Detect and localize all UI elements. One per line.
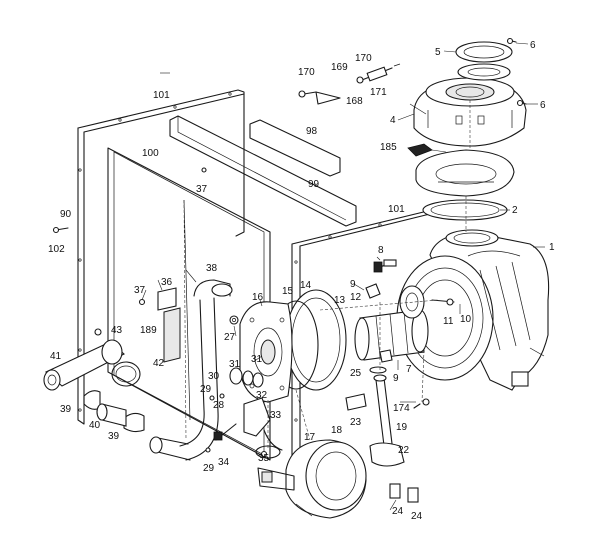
label-33: 33 <box>270 410 282 421</box>
label-41: 41 <box>50 351 62 362</box>
screw-6b <box>516 99 527 107</box>
label-29a: 29 <box>200 384 212 395</box>
label-18: 18 <box>331 425 343 436</box>
label-15: 15 <box>282 286 294 297</box>
sensor-8 <box>373 259 397 273</box>
label-29b: 29 <box>203 463 215 474</box>
label-30: 30 <box>208 371 220 382</box>
label-7: 7 <box>406 364 412 375</box>
mounting-bolt-assembly-168-171 <box>298 63 401 105</box>
bracket-rail-99 <box>169 115 357 227</box>
label-170b: 170 <box>355 53 372 64</box>
flue-adapter-41 <box>43 339 125 391</box>
label-174: 174 <box>393 403 410 414</box>
ignition-electrode-185 <box>407 143 447 157</box>
label-12: 12 <box>350 292 362 303</box>
label-5: 5 <box>435 47 441 58</box>
label-37b: 37 <box>134 285 146 296</box>
burner-tube-13 <box>354 309 429 361</box>
label-17: 17 <box>304 432 316 443</box>
label-24a: 24 <box>392 506 404 517</box>
label-4: 4 <box>390 115 396 126</box>
label-31a: 31 <box>251 354 263 365</box>
label-101a: 101 <box>153 90 170 101</box>
label-16: 16 <box>252 292 264 303</box>
screw-174 <box>413 398 430 409</box>
washer-25 <box>369 366 387 374</box>
label-24b: 24 <box>411 511 423 522</box>
gas-pipe-19 <box>369 374 405 467</box>
label-39b: 39 <box>108 431 120 442</box>
label-plate-189 <box>163 307 181 363</box>
nut-27 <box>229 315 239 325</box>
bracket-98 <box>249 119 341 177</box>
label-169: 169 <box>331 62 348 73</box>
bracket-36 <box>157 287 177 311</box>
connectors-24 <box>389 483 419 503</box>
label-98: 98 <box>306 126 318 137</box>
clip-9b <box>379 349 393 363</box>
screw-43 <box>94 328 102 336</box>
label-8: 8 <box>378 245 384 256</box>
screw-6a <box>506 37 517 45</box>
label-40: 40 <box>89 420 101 431</box>
clip-9 <box>365 283 381 299</box>
label-19: 19 <box>396 422 408 433</box>
label-22: 22 <box>398 445 410 456</box>
label-23: 23 <box>350 417 362 428</box>
label-185: 185 <box>380 142 397 153</box>
label-189: 189 <box>140 325 157 336</box>
label-37a: 37 <box>196 184 208 195</box>
label-38: 38 <box>206 263 218 274</box>
label-9b: 9 <box>393 373 399 384</box>
label-25: 25 <box>350 368 362 379</box>
clip-23 <box>345 393 367 411</box>
label-170a: 170 <box>298 67 315 78</box>
leader-lines <box>141 42 545 511</box>
label-99: 99 <box>308 179 320 190</box>
label-101b: 101 <box>388 204 405 215</box>
label-32: 32 <box>256 390 268 401</box>
label-6b: 6 <box>540 100 546 111</box>
label-43: 43 <box>111 325 123 336</box>
valve-bracket-33 <box>243 397 283 459</box>
label-27: 27 <box>224 332 236 343</box>
label-34: 34 <box>218 457 230 468</box>
spacer-rings-30-31 <box>229 367 264 388</box>
label-42: 42 <box>153 358 165 369</box>
label-14: 14 <box>300 280 312 291</box>
label-11: 11 <box>443 316 454 327</box>
label-171: 171 <box>370 87 387 98</box>
frame-panel-101 <box>77 89 245 425</box>
label-28: 28 <box>213 400 225 411</box>
label-36: 36 <box>161 277 173 288</box>
air-intake-pipe-38 <box>149 279 233 461</box>
label-39a: 39 <box>60 404 72 415</box>
label-9a: 9 <box>350 279 356 290</box>
screw-102 <box>52 226 69 234</box>
label-100: 100 <box>142 148 159 159</box>
alignment-lines <box>183 100 471 450</box>
gasket-2 <box>422 199 508 221</box>
front-plate-16 <box>239 301 293 403</box>
insulation-disc-burner <box>415 149 515 197</box>
label-168: 168 <box>346 96 363 107</box>
label-1: 1 <box>549 242 555 253</box>
label-90: 90 <box>60 209 72 220</box>
small-screws <box>138 167 268 458</box>
oring-42 <box>111 361 141 387</box>
label-35: 35 <box>258 453 270 464</box>
label-6a: 6 <box>530 40 536 51</box>
label-10: 10 <box>460 314 472 325</box>
cover-plate-5 <box>455 41 513 81</box>
part-labels: 1 2 4 5 6 6 7 8 9 9 10 11 12 13 14 15 16… <box>48 40 555 522</box>
fan-17 <box>257 439 367 519</box>
label-102: 102 <box>48 244 65 255</box>
label-31b: 31 <box>229 359 241 370</box>
pipe-40 <box>96 403 127 427</box>
label-2: 2 <box>512 205 518 216</box>
label-13: 13 <box>334 295 346 306</box>
